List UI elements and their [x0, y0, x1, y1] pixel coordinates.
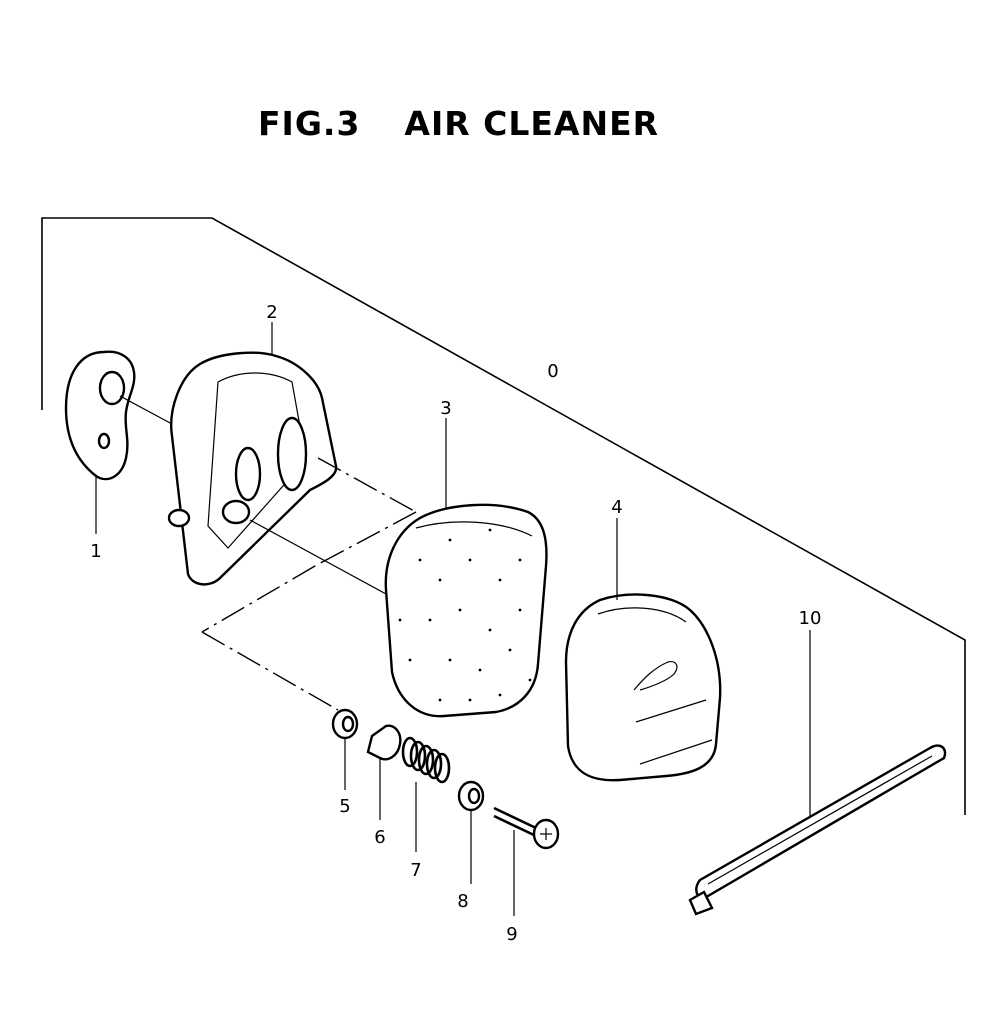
part-7-spring	[401, 736, 451, 852]
callout-labels: 0 1 2 3 4 5 6 7 8 9 10	[90, 302, 821, 945]
part-2-case	[167, 322, 338, 586]
foam-texture	[398, 528, 532, 702]
callout-0: 0	[547, 361, 558, 382]
callout-7: 7	[410, 860, 421, 881]
callout-9: 9	[506, 924, 517, 945]
figure-name: AIR CLEANER	[404, 104, 660, 143]
callout-10: 10	[799, 608, 822, 629]
callout-2: 2	[266, 302, 277, 323]
figure-number: FIG.3	[258, 104, 361, 143]
callout-5: 5	[339, 796, 350, 817]
callout-4: 4	[611, 497, 622, 518]
part-6-collar	[366, 724, 402, 820]
callout-8: 8	[457, 891, 468, 912]
dash-dot-guides	[201, 457, 417, 711]
callout-6: 6	[374, 827, 385, 848]
part-5-washer	[331, 708, 359, 790]
part-3-foam-element	[384, 418, 548, 718]
part-9-screw	[493, 806, 560, 916]
callout-3: 3	[440, 398, 451, 419]
part-10-gasket-strip	[688, 630, 947, 916]
part-1-gasket	[64, 350, 173, 534]
callout-1: 1	[90, 541, 101, 562]
part-8-washer	[457, 780, 485, 884]
assembly-bracket	[41, 217, 966, 815]
figure-title: FIG.3 AIR CLEANER	[258, 104, 659, 143]
part-4-cover	[564, 518, 722, 782]
